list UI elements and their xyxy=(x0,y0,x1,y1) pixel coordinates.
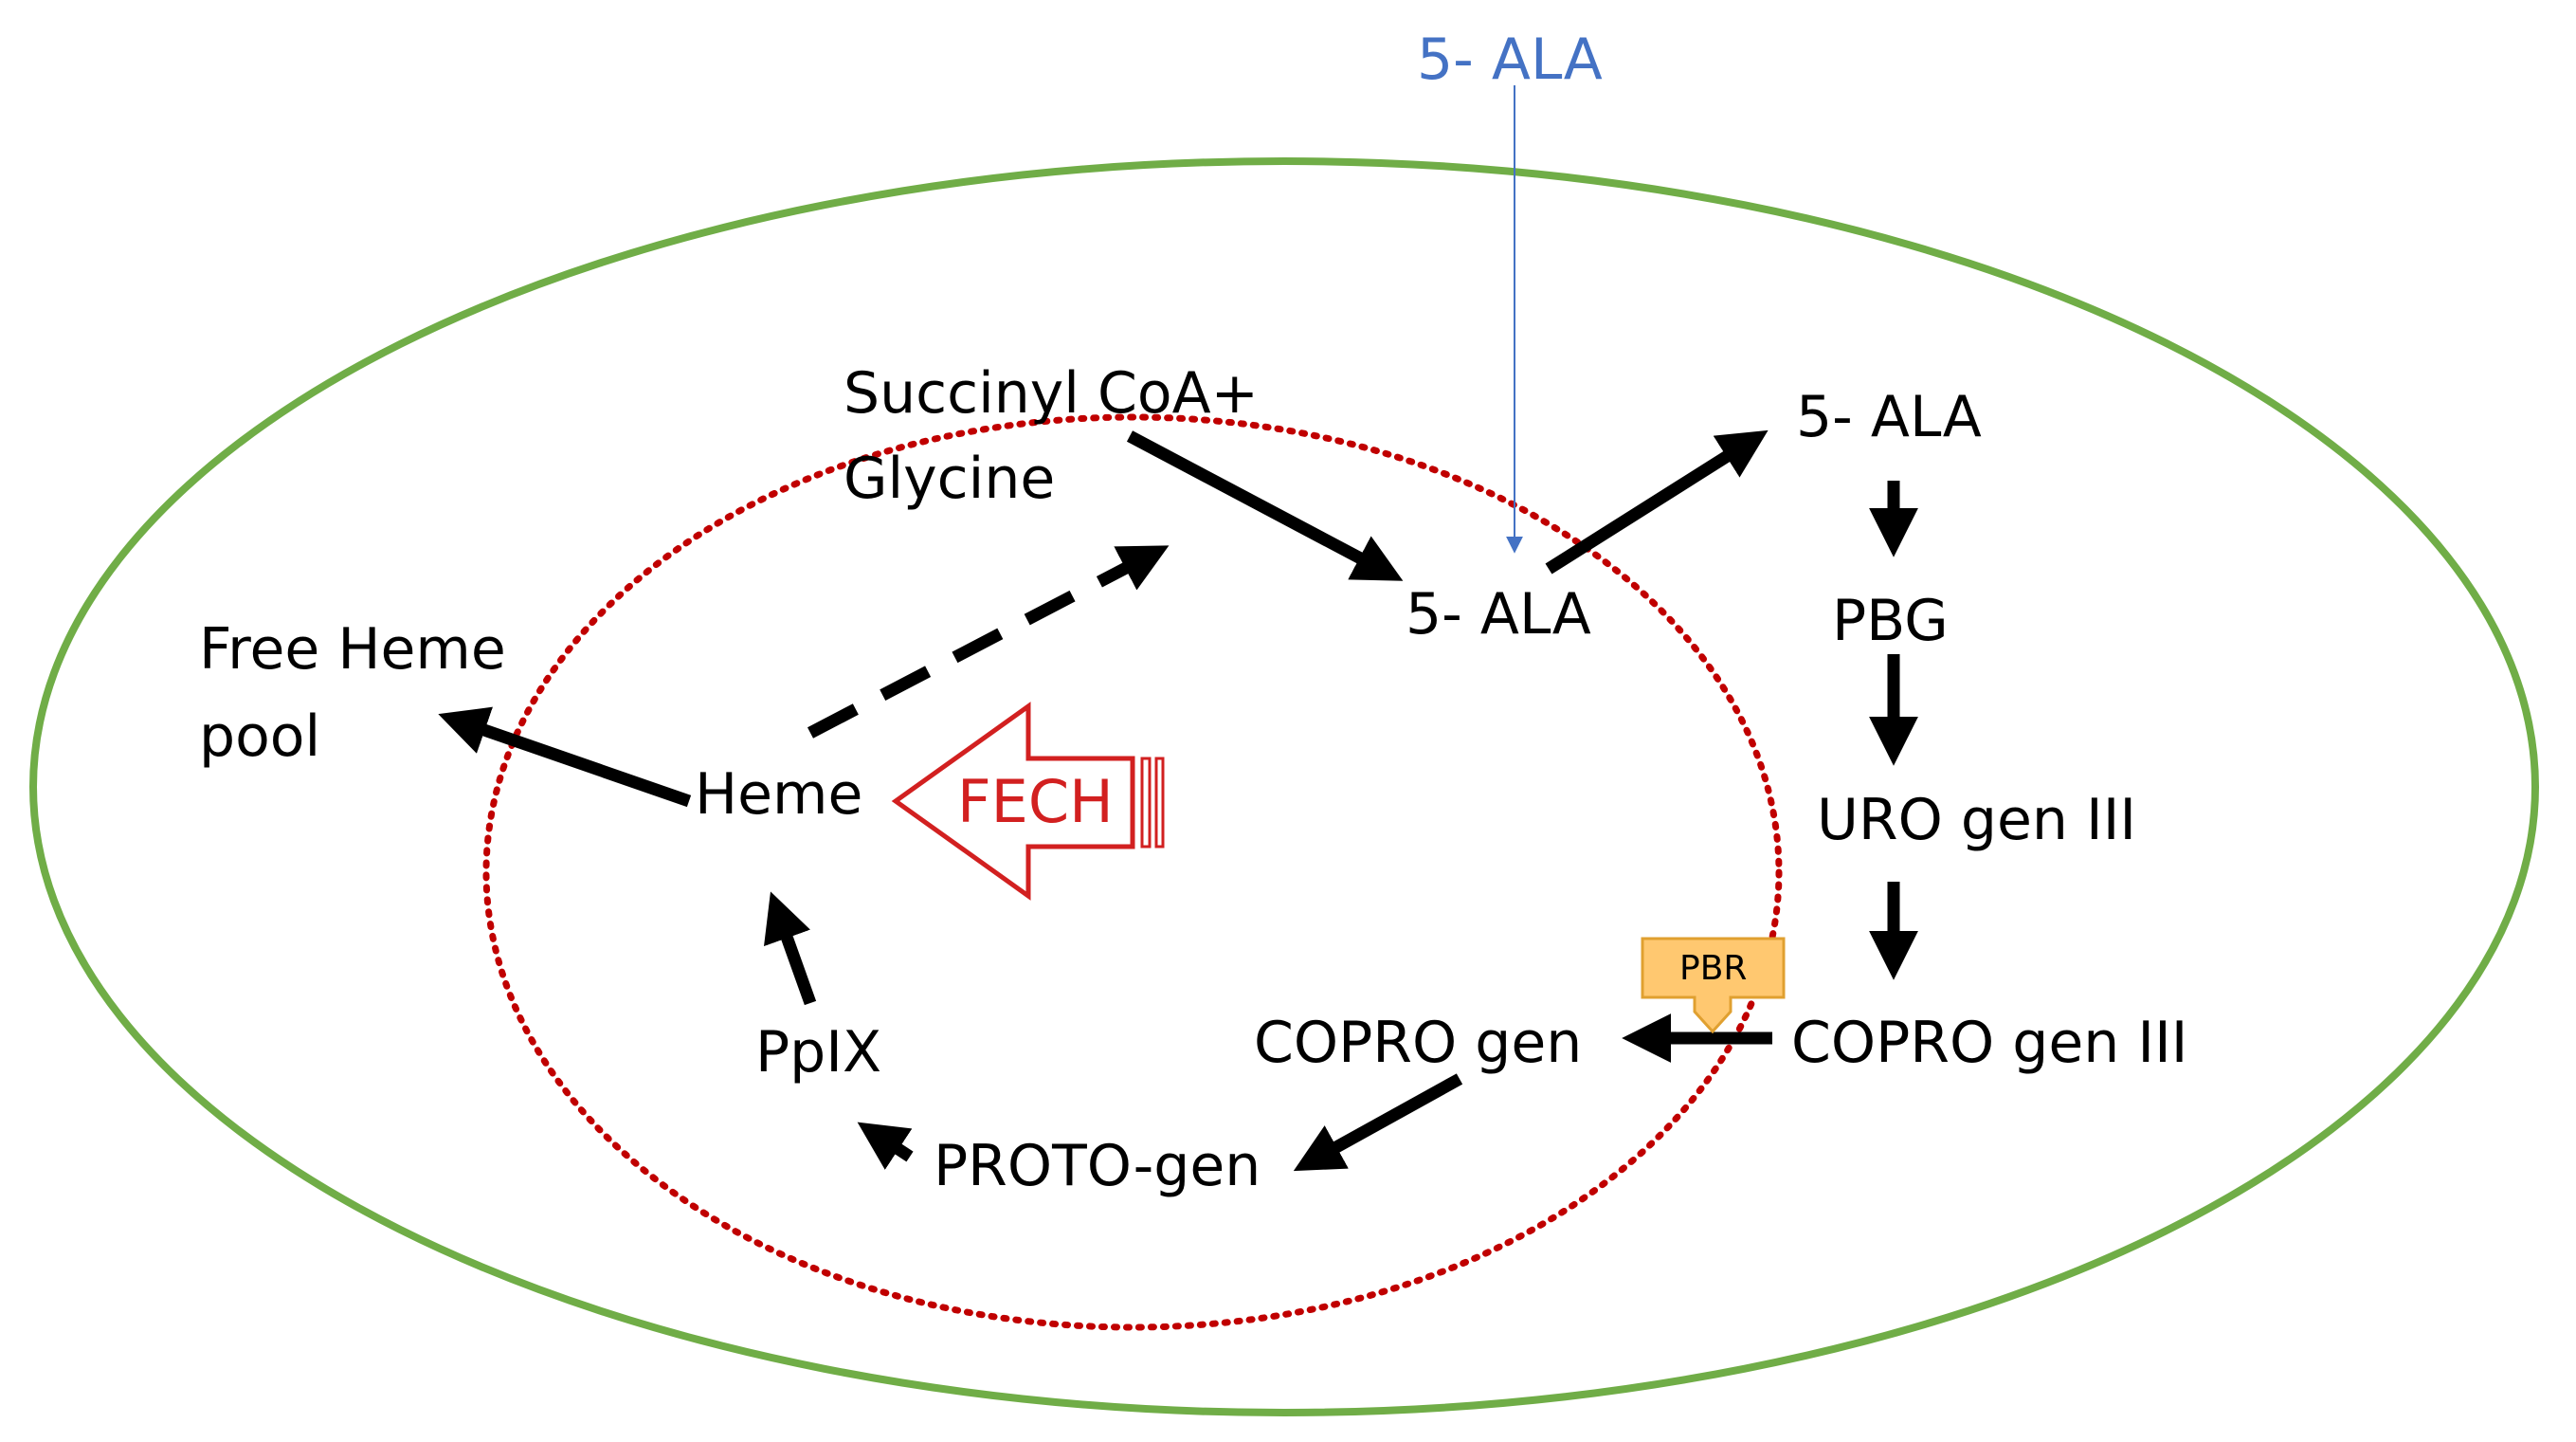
pbr-label: PBR xyxy=(1679,949,1747,988)
pool-label: pool xyxy=(199,703,320,770)
arrow-proto-to-ppix xyxy=(857,1122,914,1170)
ala-mito-label: 5- ALA xyxy=(1406,581,1591,648)
ala-cyto-label: 5- ALA xyxy=(1796,384,1982,450)
succinyl-coa-label: Succinyl CoA+ xyxy=(844,360,1259,427)
pbg-label: PBG xyxy=(1832,588,1949,654)
arrow-succinyl-to-ala xyxy=(1126,430,1404,581)
pbr-transporter-arrow xyxy=(1641,937,1786,1034)
arrow-heme-to-pool xyxy=(438,706,692,808)
mitochondrion-membrane xyxy=(482,413,1783,1331)
arrow-heme-feedback xyxy=(807,545,1170,739)
ppix-label: PpIX xyxy=(755,1019,881,1086)
arrow-ala-export xyxy=(1545,429,1769,575)
fech-label: FECH xyxy=(957,767,1114,836)
heme-label: Heme xyxy=(695,761,862,828)
copro-label: COPRO gen xyxy=(1254,1010,1582,1076)
glycine-label: Glycine xyxy=(844,446,1055,512)
ala-external-label: 5- ALA xyxy=(1417,27,1603,93)
cell-membrane xyxy=(29,157,2539,1416)
copro3-label: COPRO gen III xyxy=(1791,1010,2187,1076)
uro-label: URO gen III xyxy=(1817,787,2136,853)
free-heme-label: Free Heme xyxy=(199,616,506,683)
pathway-arrows xyxy=(438,429,1918,1172)
proto-label: PROTO-gen xyxy=(934,1133,1261,1199)
fech-enzyme-arrow xyxy=(891,702,1165,901)
arrow-copro-to-proto xyxy=(1293,1073,1463,1172)
arrow-ppix-to-heme xyxy=(764,891,817,1006)
